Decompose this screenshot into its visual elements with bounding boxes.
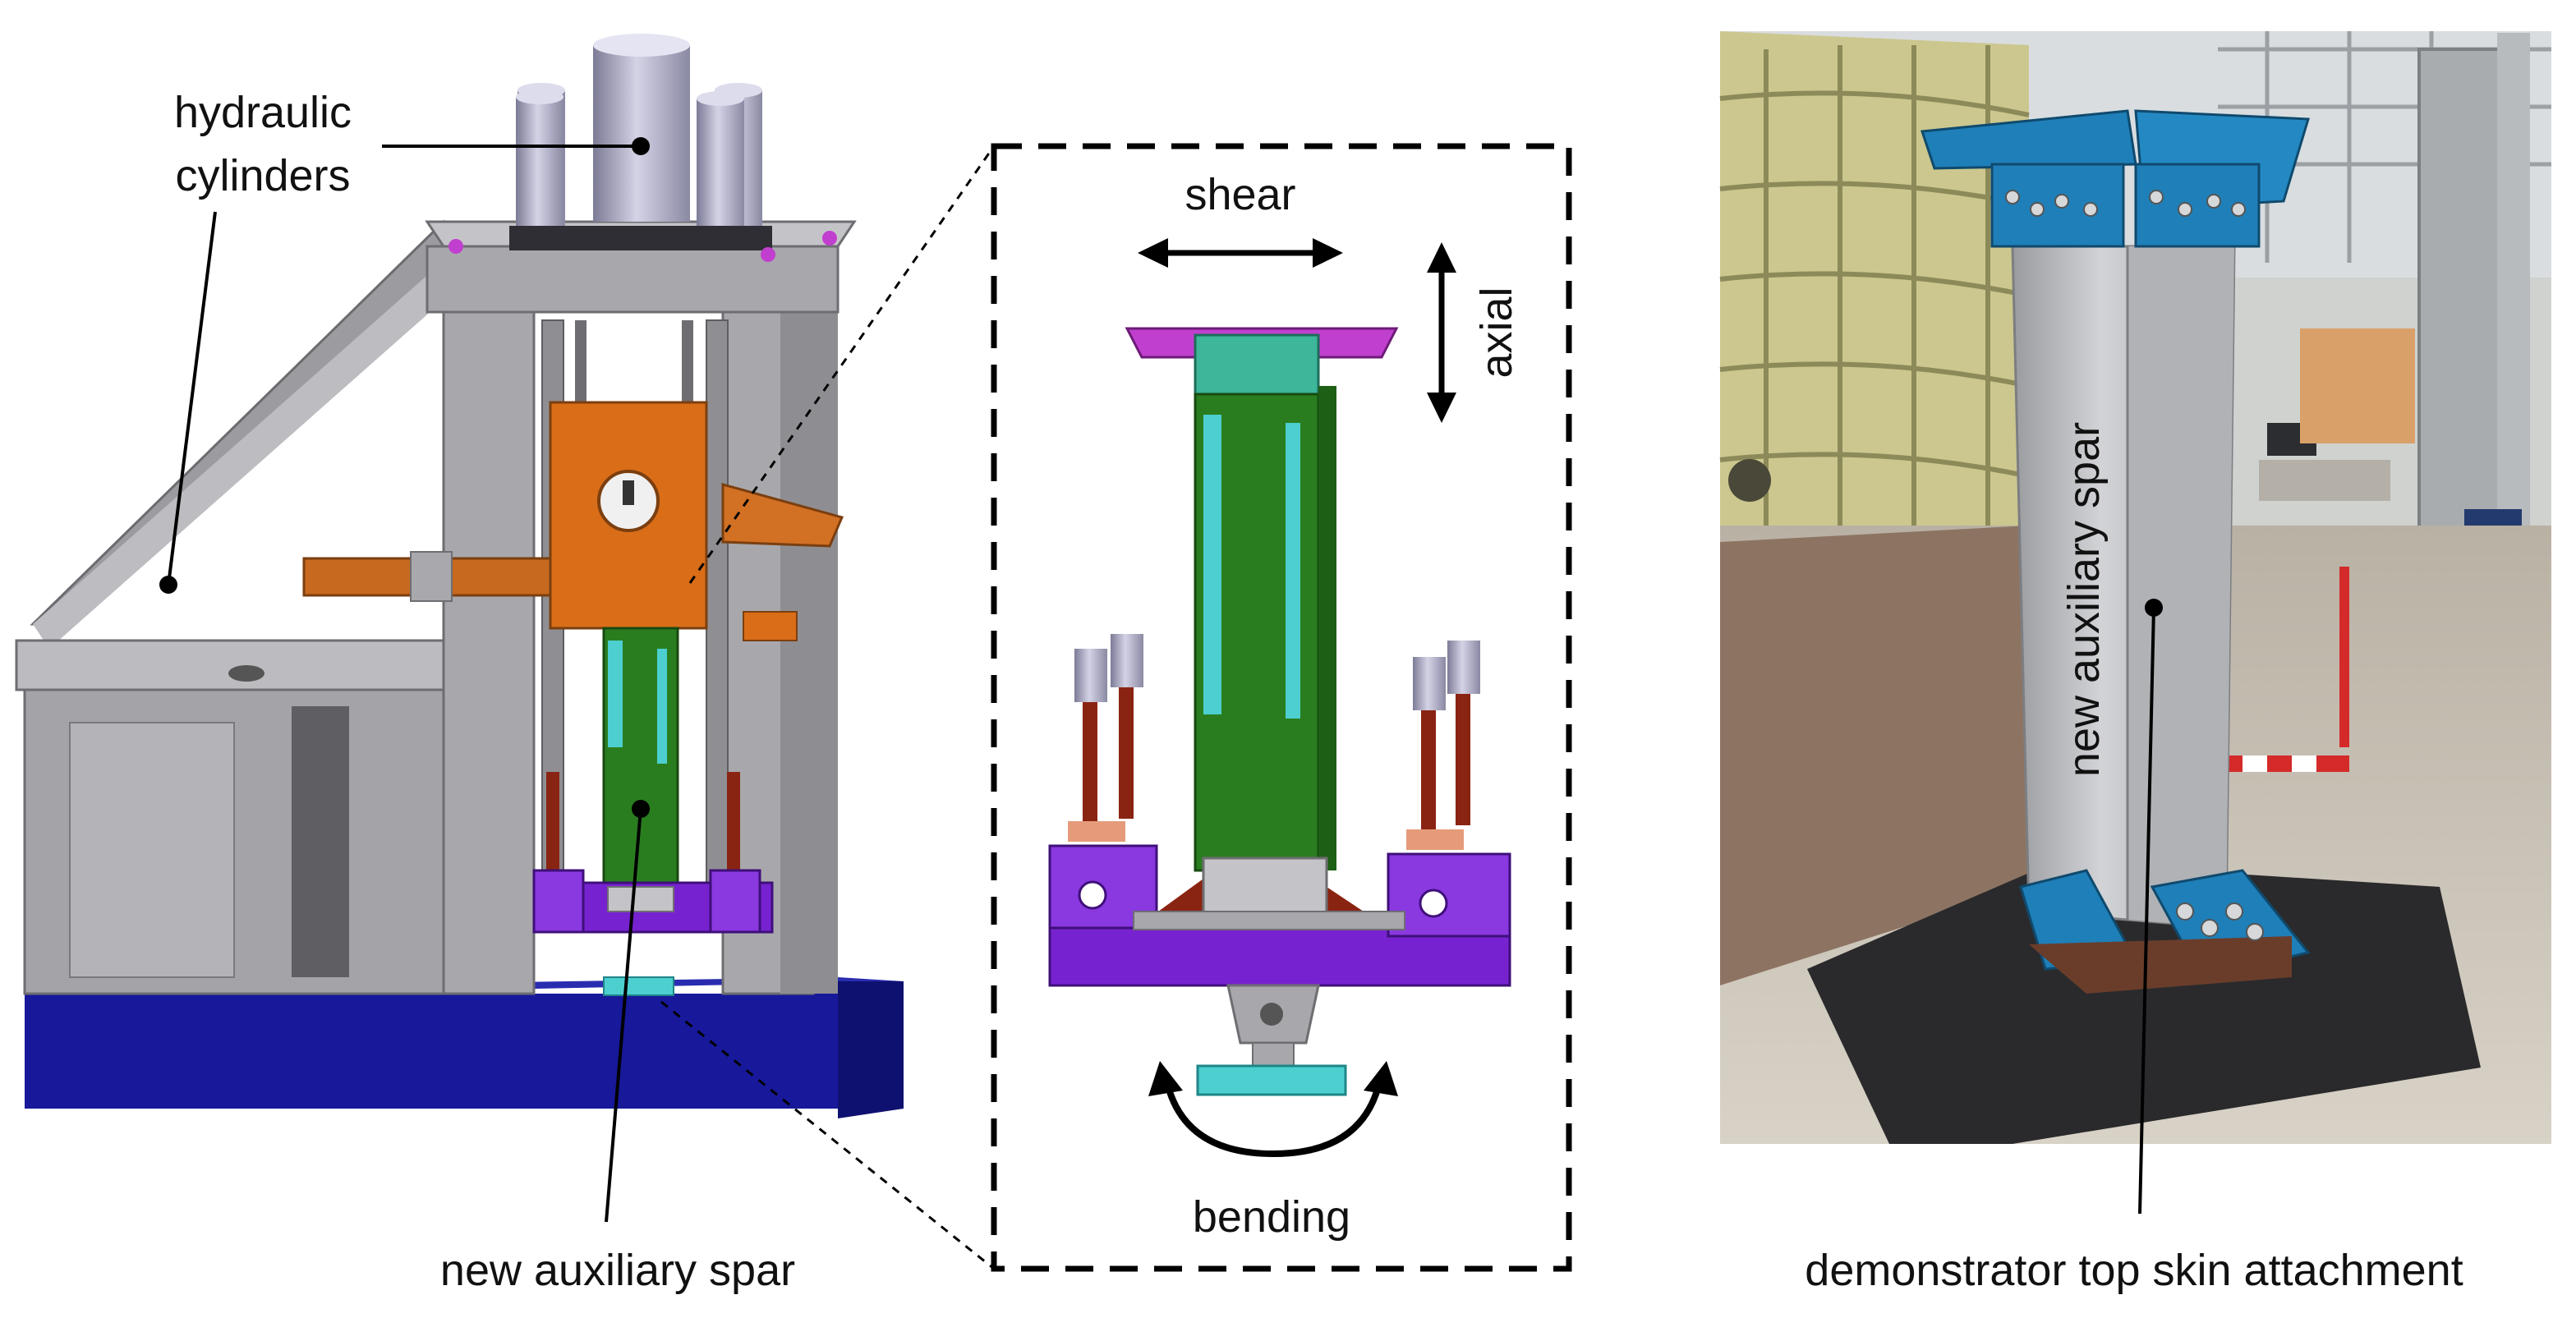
warning-tape	[2218, 755, 2349, 772]
brown-base-plate	[2029, 936, 2292, 994]
left-housing-panel	[69, 722, 235, 978]
red-rod	[727, 772, 740, 870]
leader-line-photo	[2138, 607, 2155, 1215]
axial-arrow	[1427, 242, 1456, 423]
steel-frame	[2417, 48, 2511, 544]
column-left	[442, 286, 536, 995]
label-bending: bending	[1193, 1192, 1350, 1242]
red-rod	[546, 772, 559, 870]
warning-tape-white	[2242, 755, 2267, 772]
photo-desk	[2259, 460, 2390, 501]
block-bore-slot	[623, 480, 634, 505]
support-rods	[1068, 634, 1480, 850]
test-rig-illustration	[15, 34, 904, 1223]
base-plate	[1202, 856, 1328, 917]
housing-hole	[228, 665, 264, 682]
left-housing-slot	[292, 706, 349, 977]
label-new-auxiliary-spar-left: new auxiliary spar	[440, 1246, 795, 1295]
spar-detail-illustration	[1048, 327, 1511, 1096]
demonstrator-photo	[1719, 31, 2551, 1144]
hydraulic-cylinders	[509, 34, 772, 250]
lateral-actuator-end	[410, 551, 453, 602]
photo-pinboard	[2300, 328, 2415, 443]
cyan-strip	[1203, 415, 1221, 714]
leader-dot	[2145, 599, 2163, 617]
fuselage-frames	[1719, 45, 2030, 534]
top-crossbeam	[426, 245, 840, 314]
leader-dot	[159, 576, 177, 594]
clevis-right	[1387, 852, 1511, 938]
spar-left-cyan	[608, 641, 623, 747]
label-shear: shear	[1184, 170, 1295, 219]
bending-arrow	[1148, 1061, 1398, 1158]
magenta-bolt	[448, 239, 463, 254]
plate	[607, 886, 674, 912]
magenta-bolt	[761, 247, 775, 262]
leader-line-spar-left	[605, 808, 642, 1223]
warning-post	[2339, 567, 2349, 747]
orange-foot	[743, 611, 798, 641]
spar-detail-side	[1318, 386, 1336, 870]
zoom-connector-top	[688, 145, 996, 584]
spar-left-cyan	[657, 649, 667, 764]
bolt-heads	[2005, 190, 2246, 217]
label-new-auxiliary-spar-photo: new auxiliary spar	[2059, 422, 2109, 777]
guide-rod	[682, 320, 693, 411]
hinge-pin	[1260, 1003, 1283, 1026]
base-plate-strip	[1133, 911, 1405, 930]
leader-dot	[632, 800, 650, 818]
guide-rod	[575, 320, 586, 411]
purple-clevis	[532, 869, 585, 934]
column-right-face	[780, 304, 838, 994]
hinge-block	[1252, 1042, 1295, 1068]
spar-photo-side	[2128, 246, 2234, 928]
steel-frame-post	[2497, 33, 2530, 542]
guide-rod	[706, 319, 729, 912]
left-housing-top	[15, 639, 462, 691]
top-fitting-cyan	[1194, 333, 1320, 398]
leader-line-cylinders-rig	[167, 211, 217, 586]
leader-dot	[632, 137, 650, 155]
cyan-strip	[1286, 423, 1300, 719]
label-demonstrator-top-skin-attachment: demonstrator top skin attachment	[1805, 1246, 2463, 1295]
red-gusset	[1158, 879, 1203, 912]
clevis-pin	[1419, 889, 1448, 918]
cyan-foot	[603, 976, 674, 996]
clevis-pin	[1078, 880, 1107, 910]
bolt-heads-bottom	[2176, 902, 2264, 941]
fuselage-hole	[1728, 459, 1771, 502]
cyan-foot-detail	[1196, 1064, 1347, 1096]
plywood-panel	[1720, 526, 2029, 985]
label-axial: axial	[1472, 287, 1521, 378]
orange-wedge	[721, 483, 844, 548]
diagonal-brace-face	[33, 246, 476, 649]
shear-arrow	[1138, 238, 1343, 268]
label-hydraulic: hydraulic	[174, 88, 352, 137]
warning-tape-white	[2292, 755, 2316, 772]
detail-box	[991, 143, 1572, 1272]
rig-base-side	[838, 981, 904, 1118]
purple-clevis	[709, 869, 761, 934]
label-cylinders: cylinders	[175, 151, 350, 200]
magenta-bolt	[822, 231, 837, 246]
rig-base	[25, 994, 904, 1109]
